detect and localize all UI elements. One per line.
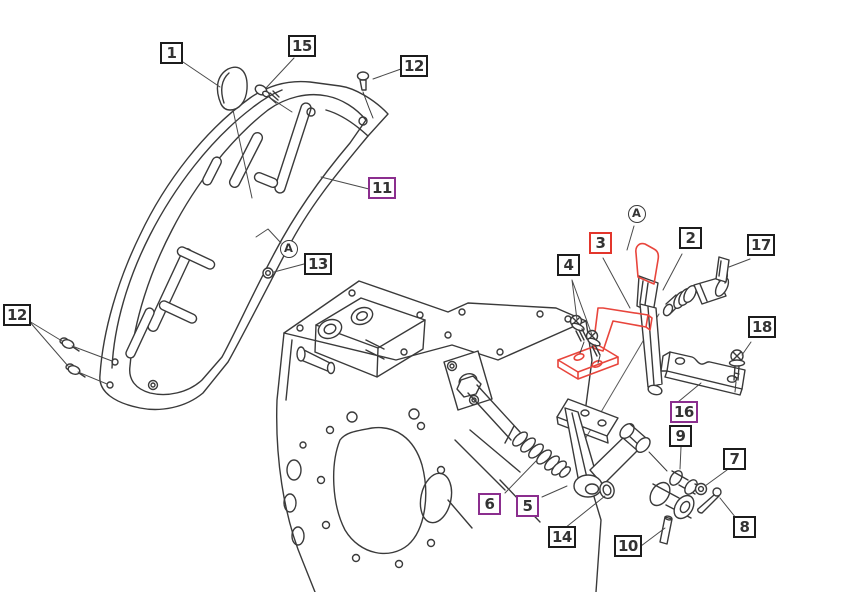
part-15-screw — [254, 84, 280, 104]
part-9-joint-sleeve — [649, 470, 701, 520]
callout-8[interactable]: 8 — [733, 516, 756, 538]
callout-18[interactable]: 18 — [748, 316, 776, 338]
callout-12[interactable]: 12 — [400, 55, 428, 77]
part-5-shift-arm — [556, 398, 668, 498]
part-2-gear-lever — [636, 275, 663, 396]
part-13-nut — [262, 267, 274, 279]
part-4-screws — [569, 314, 601, 364]
part-18-screw — [728, 349, 746, 393]
callout-13[interactable]: 13 — [304, 253, 332, 275]
part-6-rod-spring — [456, 375, 572, 478]
part-14-o-ring — [599, 480, 615, 500]
part-12-screw-top — [356, 71, 374, 119]
part-1-shift-knob — [216, 66, 248, 111]
callout-1[interactable]: 1 — [160, 42, 183, 64]
view-marker-a: A — [279, 239, 298, 258]
part-8-cotter-pin — [697, 487, 722, 514]
callout-9[interactable]: 9 — [669, 425, 692, 447]
callout-14[interactable]: 14 — [548, 526, 576, 548]
part-7-washer — [694, 482, 708, 496]
callout-12[interactable]: 12 — [3, 304, 31, 326]
part-12-screws-left — [59, 337, 86, 378]
callout-16[interactable]: 16 — [670, 401, 698, 423]
callout-17[interactable]: 17 — [747, 234, 775, 256]
callout-15[interactable]: 15 — [288, 35, 316, 57]
part-11-console-panel — [99, 80, 389, 411]
callout-5[interactable]: 5 — [516, 495, 539, 517]
callout-6[interactable]: 6 — [478, 493, 501, 515]
callout-4[interactable]: 4 — [557, 254, 580, 276]
part-10-pin — [659, 515, 673, 545]
callout-3[interactable]: 3 — [589, 232, 612, 254]
view-marker-a: A — [627, 204, 646, 223]
part-solenoid-switch — [662, 277, 730, 317]
leader-lines — [28, 57, 752, 547]
part-16-support-bracket — [660, 351, 746, 396]
callout-11[interactable]: 11 — [368, 177, 396, 199]
callout-7[interactable]: 7 — [723, 448, 746, 470]
part-17-cable-clip — [715, 256, 730, 284]
callout-2[interactable]: 2 — [679, 227, 702, 249]
callout-10[interactable]: 10 — [614, 535, 642, 557]
part-3-lever-bracket-highlighted — [557, 242, 660, 380]
